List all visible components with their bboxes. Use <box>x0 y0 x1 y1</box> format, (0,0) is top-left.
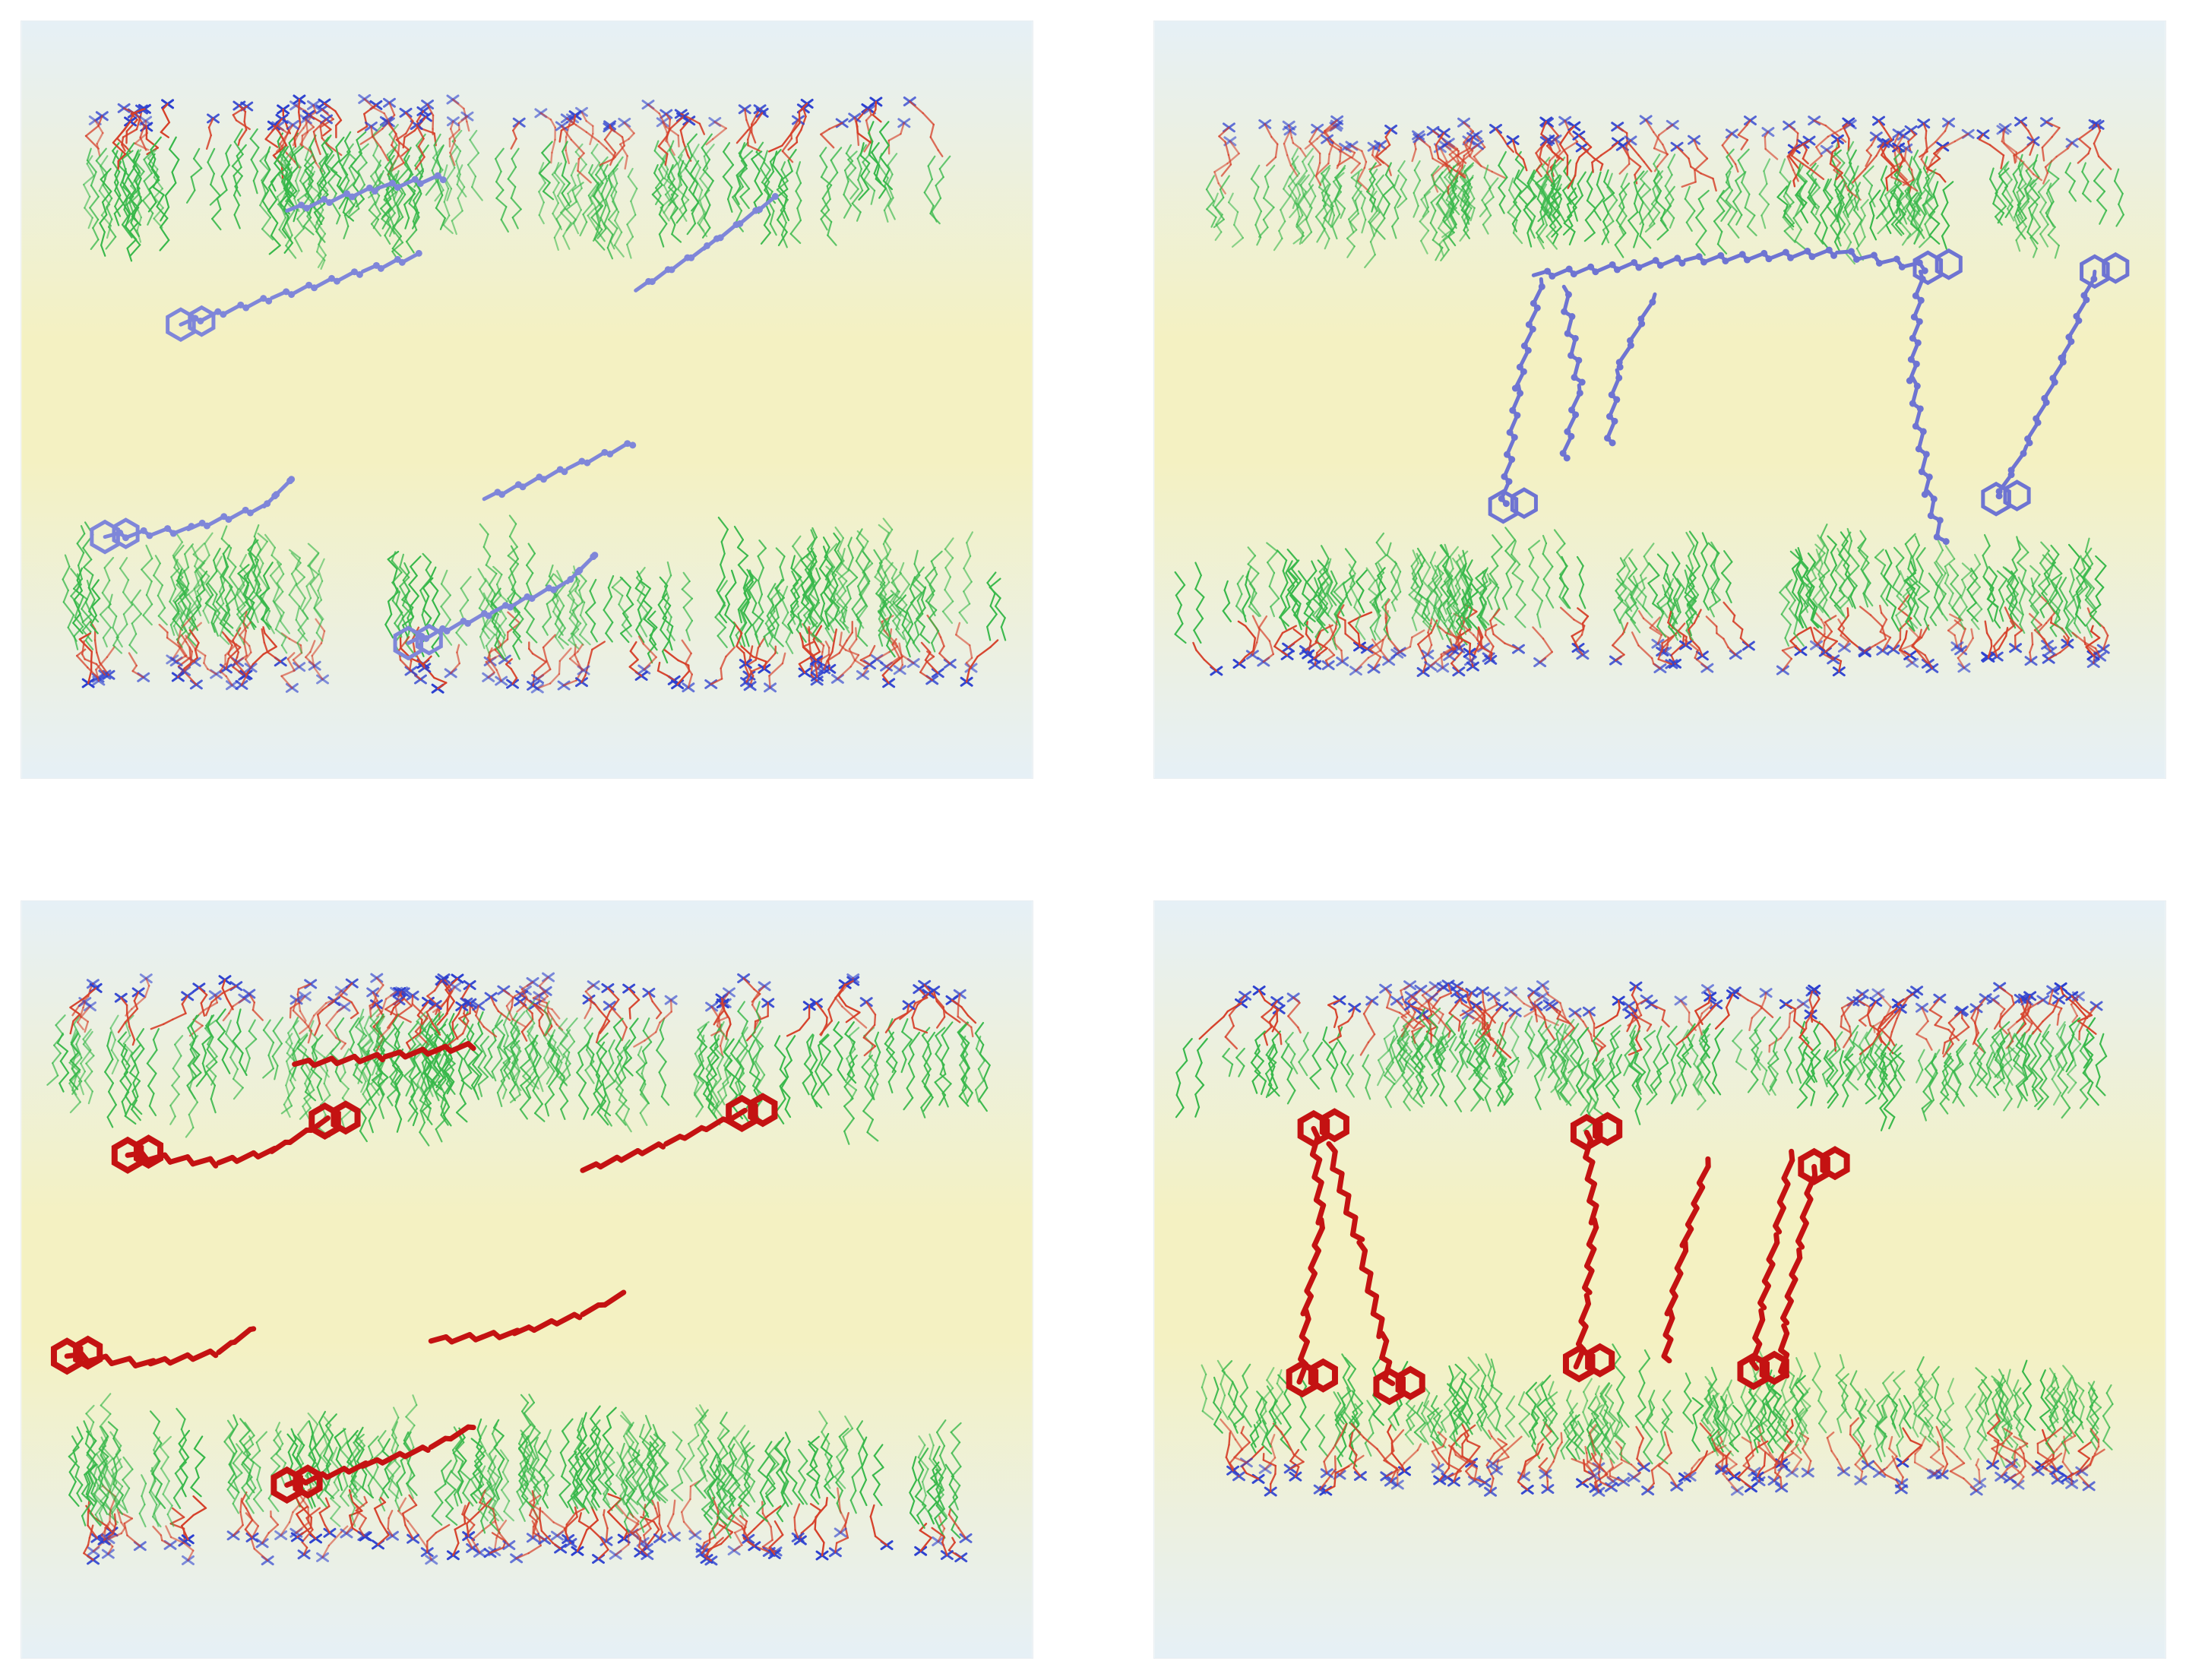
lipid-layer <box>62 93 1007 694</box>
highlighted-molecules <box>50 1041 778 1504</box>
highlighted-molecules <box>1286 1108 1850 1406</box>
panel-background <box>1154 901 2165 1658</box>
lipid-layer <box>1175 979 2114 1497</box>
panel-bottom-right <box>1153 900 2166 1659</box>
lipid-layer <box>1174 115 2124 677</box>
molecular-render-top-right <box>1154 21 2165 778</box>
highlighted-molecules <box>90 172 779 661</box>
panel-background <box>21 901 1033 1658</box>
panel-bottom-left <box>21 900 1033 1659</box>
molecular-render-bottom-right <box>1154 901 2165 1658</box>
molecular-render-top-left <box>21 21 1033 778</box>
panel-top-left <box>21 21 1033 779</box>
molecular-render-bottom-left <box>21 901 1033 1658</box>
highlighted-molecules <box>1488 246 2130 546</box>
panel-top-right <box>1153 21 2166 779</box>
